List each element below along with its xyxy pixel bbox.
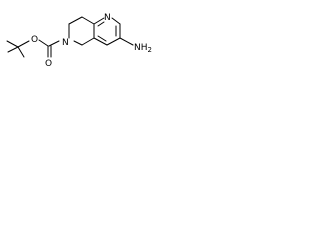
ring-nitrogen-label: N	[62, 38, 69, 48]
bond-methyl-2	[7, 46, 19, 53]
bond-ring-c-c-3	[81, 37, 95, 46]
bond-methyl-3	[17, 46, 25, 58]
amine-subscript: 2	[148, 46, 152, 54]
amine-symbol: NH	[134, 43, 148, 53]
bond-ring-c-n	[73, 40, 83, 46]
bond-aromatic-inner-1	[97, 21, 105, 27]
bond-ring-c-c-2	[81, 16, 95, 25]
bond-carbonyl-nitrogen	[48, 40, 60, 47]
tert-butyl-group	[6, 40, 30, 58]
bond-aromatic-4	[106, 37, 121, 46]
bond-aromatic-inner-3	[97, 35, 107, 42]
bond-methyl-1	[6, 40, 19, 48]
tetrahydro-ring	[68, 16, 95, 46]
bond-aromatic-1	[93, 17, 105, 25]
ester-oxygen-label: O	[31, 35, 38, 45]
amine-label: NH2	[134, 43, 152, 54]
bond-ring-c-c-1	[68, 16, 83, 25]
pyridine-nitrogen-label: N	[104, 13, 111, 23]
pyridine-ring	[93, 17, 134, 46]
chemical-structure-diagram: O O N N NH2	[6, 13, 152, 69]
bond-aromatic-2	[111, 17, 121, 25]
bond-c-amine	[119, 37, 134, 46]
bond-aromatic-5	[93, 37, 108, 46]
carbamate-group	[38, 39, 60, 58]
bond-ester-oxygen-carbonyl	[38, 39, 49, 47]
bond-quaternary-to-ester-oxygen	[17, 40, 30, 48]
carbonyl-oxygen-label: O	[45, 59, 52, 69]
